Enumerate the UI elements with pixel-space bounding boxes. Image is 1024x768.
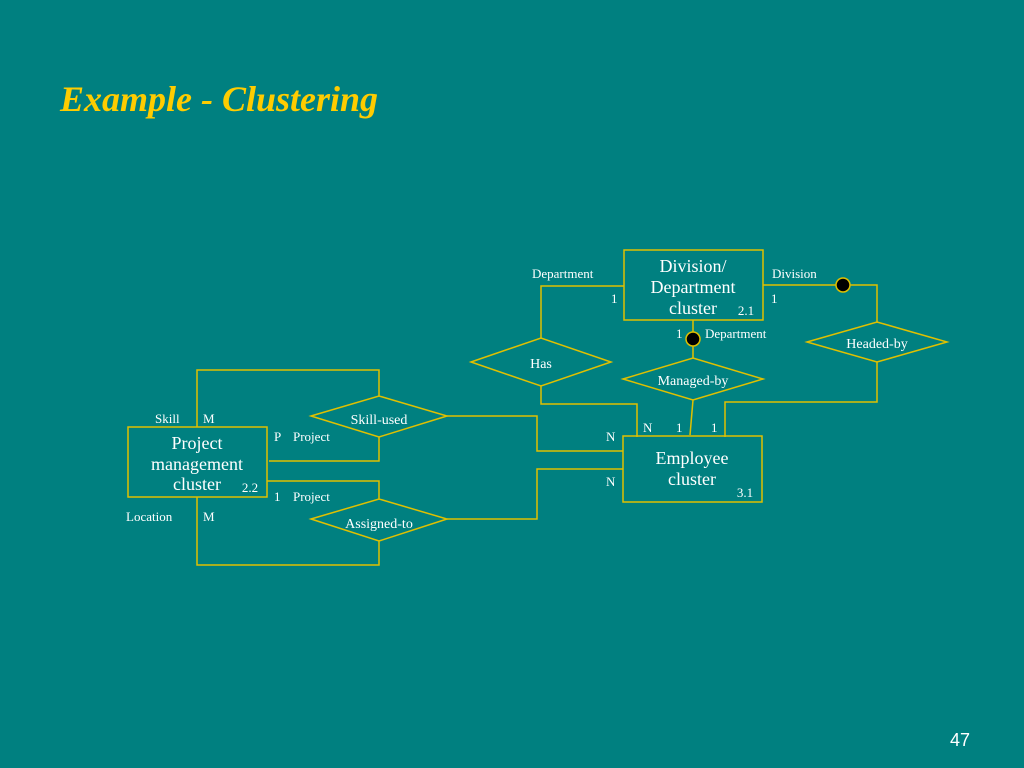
headed-by-diamond	[804, 321, 950, 363]
employee-box	[622, 435, 763, 503]
card-emp-1-right: 1	[711, 420, 718, 435]
label-division-role: Division	[772, 266, 817, 281]
line-assignedto-employee	[447, 468, 623, 520]
line-has-employee	[540, 386, 638, 437]
has-label: Has	[530, 357, 552, 372]
label-p-card: P	[274, 429, 281, 444]
managed-by-label: Managed-by	[658, 374, 729, 389]
skill-used-diamond	[308, 395, 450, 438]
project-number: 2.2	[242, 480, 258, 495]
division-line-3: cluster	[669, 298, 717, 318]
role-labels: Department Division Department 1 1 1 N 1…	[126, 266, 817, 524]
relationship-has: Has	[468, 337, 614, 387]
has-diamond	[468, 337, 614, 387]
line-skill-loop	[196, 369, 380, 427]
line-has-division	[540, 285, 624, 338]
label-one-card: 1	[274, 489, 281, 504]
division-line-1: Division/	[659, 256, 726, 276]
line-assigned-project	[267, 480, 380, 499]
entity-division: Division/ Department cluster 2.1	[623, 249, 764, 321]
project-line-2: management	[151, 454, 243, 474]
marker-dot-division	[835, 277, 851, 293]
marker-dot-department	[685, 331, 701, 347]
line-skillused-employee	[447, 415, 623, 452]
entity-project: Project management cluster 2.2	[127, 426, 268, 498]
line-location-loop	[196, 497, 380, 566]
connector-lines	[196, 284, 878, 566]
card-has-division: 1	[611, 291, 618, 306]
managed-by-diamond	[620, 357, 766, 401]
assigned-to-diamond	[308, 498, 450, 542]
label-skill-role: Skill	[155, 411, 180, 426]
line-division-headedby	[763, 284, 878, 322]
division-number: 2.1	[738, 303, 754, 318]
assigned-to-label: Assigned-to	[345, 517, 413, 532]
project-box	[127, 426, 268, 498]
label-location-role: Location	[126, 509, 173, 524]
relationship-managed-by: Managed-by	[620, 357, 766, 401]
label-department-role-2: Department	[705, 326, 767, 341]
project-line-3: cluster	[173, 474, 221, 494]
relationship-headed-by: Headed-by	[804, 321, 950, 363]
line-managedby-employee	[689, 399, 694, 436]
relationship-assigned-to: Assigned-to	[308, 498, 450, 542]
relationship-skill-used: Skill-used	[308, 395, 450, 438]
label-skill-card: M	[203, 411, 215, 426]
employee-number: 3.1	[737, 485, 753, 500]
skill-used-label: Skill-used	[351, 413, 408, 428]
card-emp-n-left1: N	[606, 429, 616, 444]
card-headed-division: 1	[771, 291, 778, 306]
slide-title: Example - Clustering	[60, 79, 379, 119]
entity-employee: Employee cluster 3.1	[622, 435, 763, 503]
card-emp-n-left2: N	[606, 474, 616, 489]
division-box	[623, 249, 764, 321]
division-line-2: Department	[651, 277, 736, 297]
line-skillused-project	[269, 437, 380, 462]
card-emp-n-top: N	[643, 420, 653, 435]
card-emp-1-mid: 1	[676, 420, 683, 435]
label-location-card: M	[203, 509, 215, 524]
page-number: 47	[949, 730, 970, 750]
label-project-role-1: Project	[293, 429, 330, 444]
label-project-role-2: Project	[293, 489, 330, 504]
employee-line-1: Employee	[656, 448, 729, 468]
project-line-1: Project	[172, 433, 223, 453]
line-headedby-employee	[724, 362, 878, 437]
label-department-role: Department	[532, 266, 594, 281]
card-managed-division: 1	[676, 326, 683, 341]
headed-by-label: Headed-by	[846, 337, 907, 352]
employee-line-2: cluster	[668, 469, 716, 489]
